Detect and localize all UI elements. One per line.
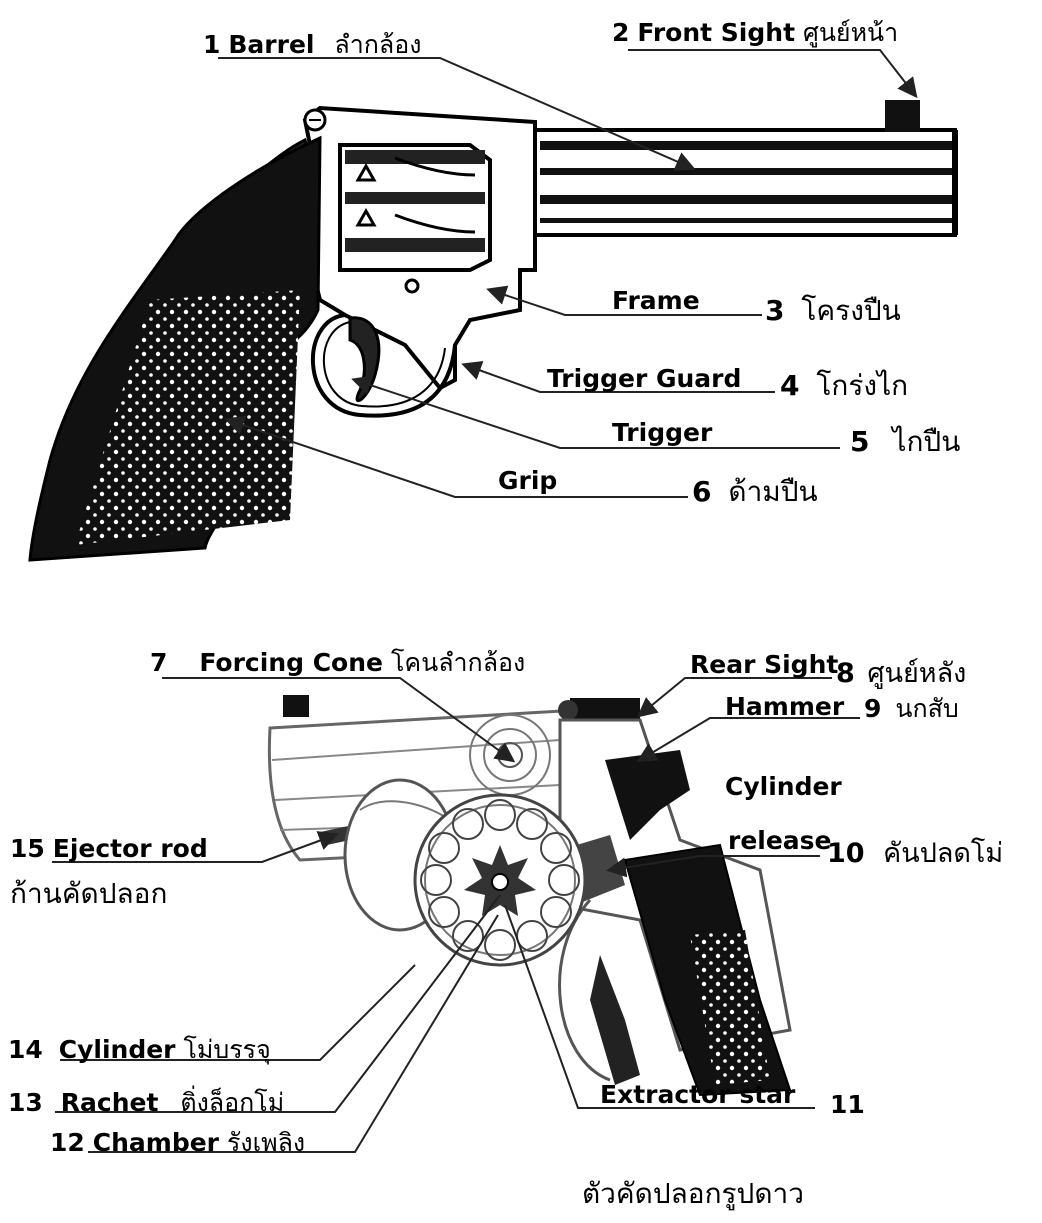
label-frame-english: Frame: [612, 288, 700, 313]
label-ejector-rod-thai: ก้านคัดปลอก: [10, 880, 167, 908]
trigger-shape: [350, 318, 379, 401]
label-trigger-guard-thai: 4 โกร่งไก: [780, 372, 908, 400]
revolver-open-cylinder-view: [269, 695, 790, 1095]
front-sight-shape: [885, 100, 920, 132]
label-extractor-star-thai: ตัวคัดปลอกรูปดาว: [582, 1180, 804, 1208]
label-ejector-rod-english: 15 Ejector rod: [10, 836, 208, 861]
label-cylinder-release-line1: Cylinder: [725, 774, 842, 799]
label-trigger-english: Trigger: [612, 420, 712, 445]
label-hammer-thai: 9 นกสับ: [864, 696, 959, 721]
label-hammer-english: Hammer: [725, 694, 844, 719]
label-forcing-cone: 7 Forcing Cone โคนลำกล้อง: [150, 650, 525, 675]
label-cylinder-release-line2: release: [728, 828, 832, 853]
label-frame-thai: 3 โครงปืน: [765, 297, 901, 325]
label-front-sight: 2 Front Sight ศูนย์หน้า: [612, 20, 898, 45]
label-front-sight-english: Front Sight: [637, 18, 795, 47]
label-front-sight-thai: ศูนย์หน้า: [803, 18, 898, 47]
label-grip-thai: 6 ด้ามปืน: [692, 478, 818, 506]
label-cylinder-release-thai: 10 คันปลดโม่: [827, 840, 1003, 867]
label-extractor-star-number: 11: [830, 1092, 865, 1117]
label-rachet: 13 Rachet ติ่งล็อกโม่: [8, 1090, 284, 1115]
label-extractor-star-english: Extractor star: [600, 1082, 795, 1107]
label-barrel-number: 1: [203, 30, 220, 59]
label-trigger-thai: 5 ไกปืน: [850, 428, 960, 456]
label-barrel: 1 Barrel ลำกล้อง: [203, 32, 421, 57]
label-chamber: 12 Chamber รังเพลิง: [50, 1130, 305, 1155]
label-barrel-english: Barrel: [228, 30, 314, 59]
label-rear-sight-thai: 8 ศูนย์หลัง: [836, 660, 966, 687]
label-grip-english: Grip: [498, 468, 557, 493]
label-trigger-guard-english: Trigger Guard: [547, 366, 741, 391]
label-cylinder: 14 Cylinder โม่บรรจุ: [8, 1037, 271, 1062]
label-barrel-thai: ลำกล้อง: [334, 30, 421, 59]
label-rear-sight-english: Rear Sight: [690, 652, 838, 677]
label-front-sight-number: 2: [612, 18, 629, 47]
